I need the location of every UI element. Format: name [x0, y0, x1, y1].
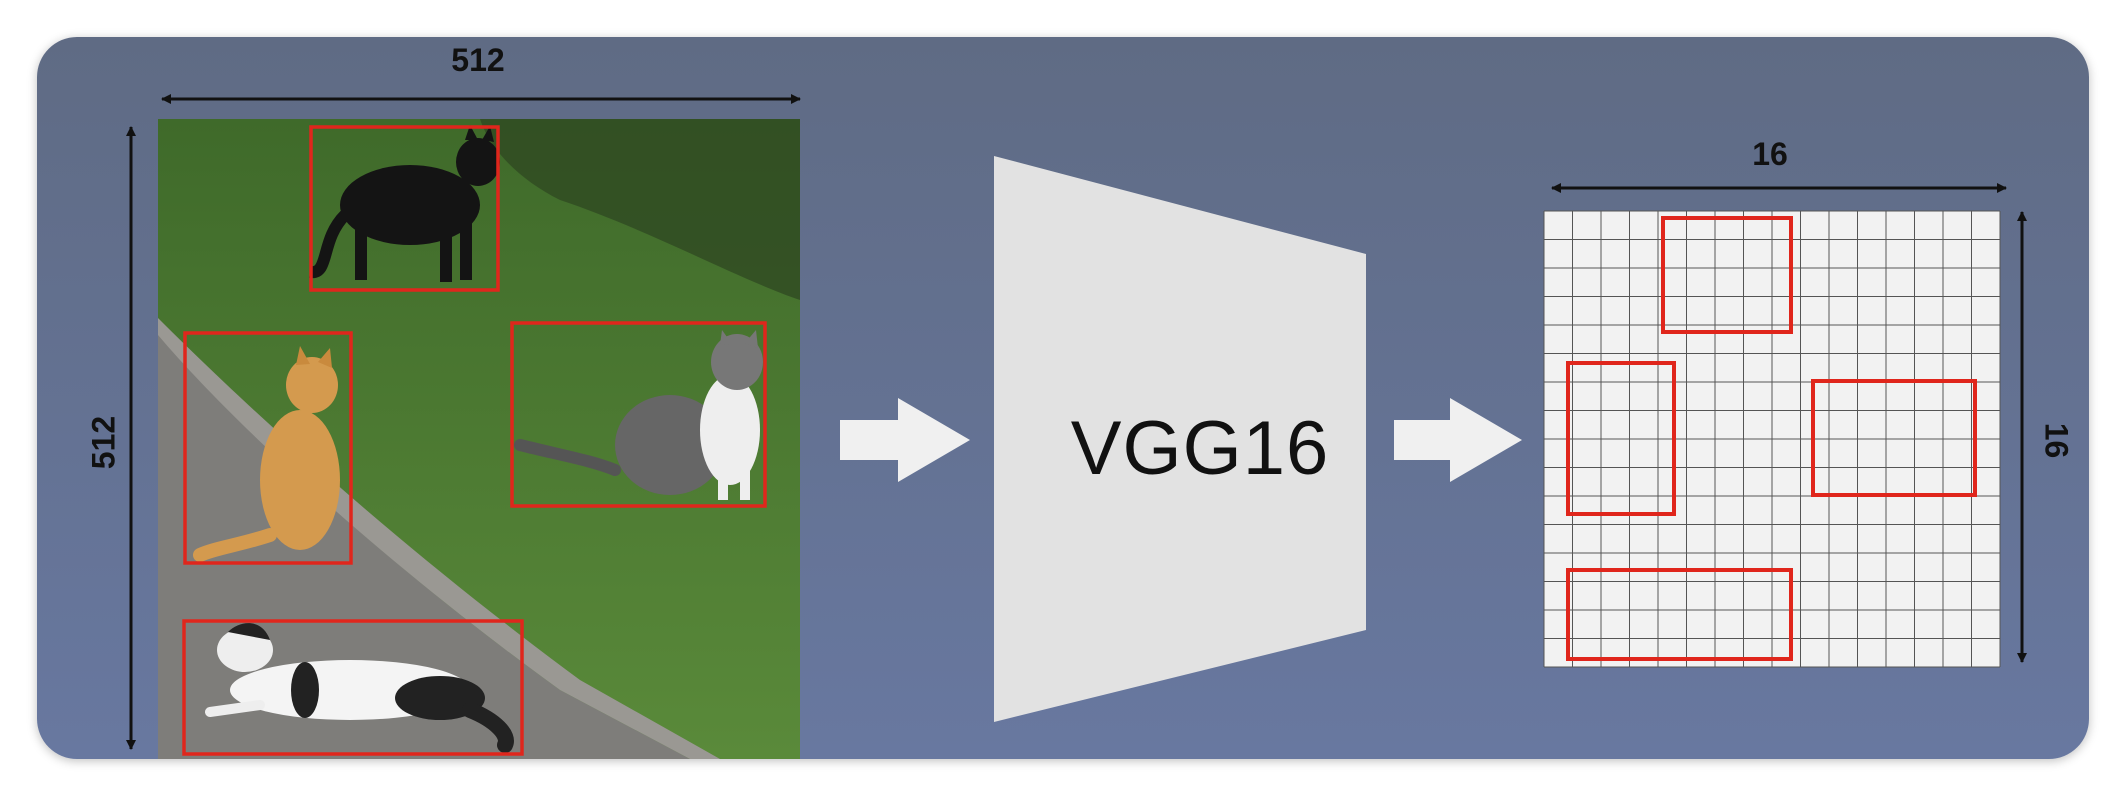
input-detection-boxes [182, 125, 767, 756]
feature-map [1543, 210, 2001, 668]
box-black-white-cat [182, 619, 524, 756]
vgg16-block [994, 156, 1366, 722]
orange-cat [193, 346, 340, 562]
model-label: VGG16 [1070, 406, 1330, 491]
black-cat [309, 125, 500, 282]
arrow-model-to-feature-map [1394, 398, 1522, 482]
feature-map-boxes [1566, 216, 1977, 661]
fm-box-orange-cat [1566, 361, 1676, 516]
arrow-input-to-model [840, 398, 970, 482]
fm-box-black-cat [1661, 216, 1793, 334]
fm-box-black-white-cat [1566, 568, 1793, 661]
gray-white-cat [514, 330, 763, 500]
fm-height-label: 16 [2038, 422, 2075, 459]
box-orange-cat [183, 331, 353, 565]
input-photo [158, 119, 800, 759]
input-width-label: 512 [451, 42, 505, 78]
black-white-cat [205, 623, 514, 753]
box-black-cat [309, 125, 500, 292]
box-gray-white-cat [510, 321, 767, 508]
input-height-label: 512 [85, 415, 122, 470]
fm-box-gray-white-cat [1811, 379, 1977, 497]
fm-width-label: 16 [1752, 136, 1788, 172]
